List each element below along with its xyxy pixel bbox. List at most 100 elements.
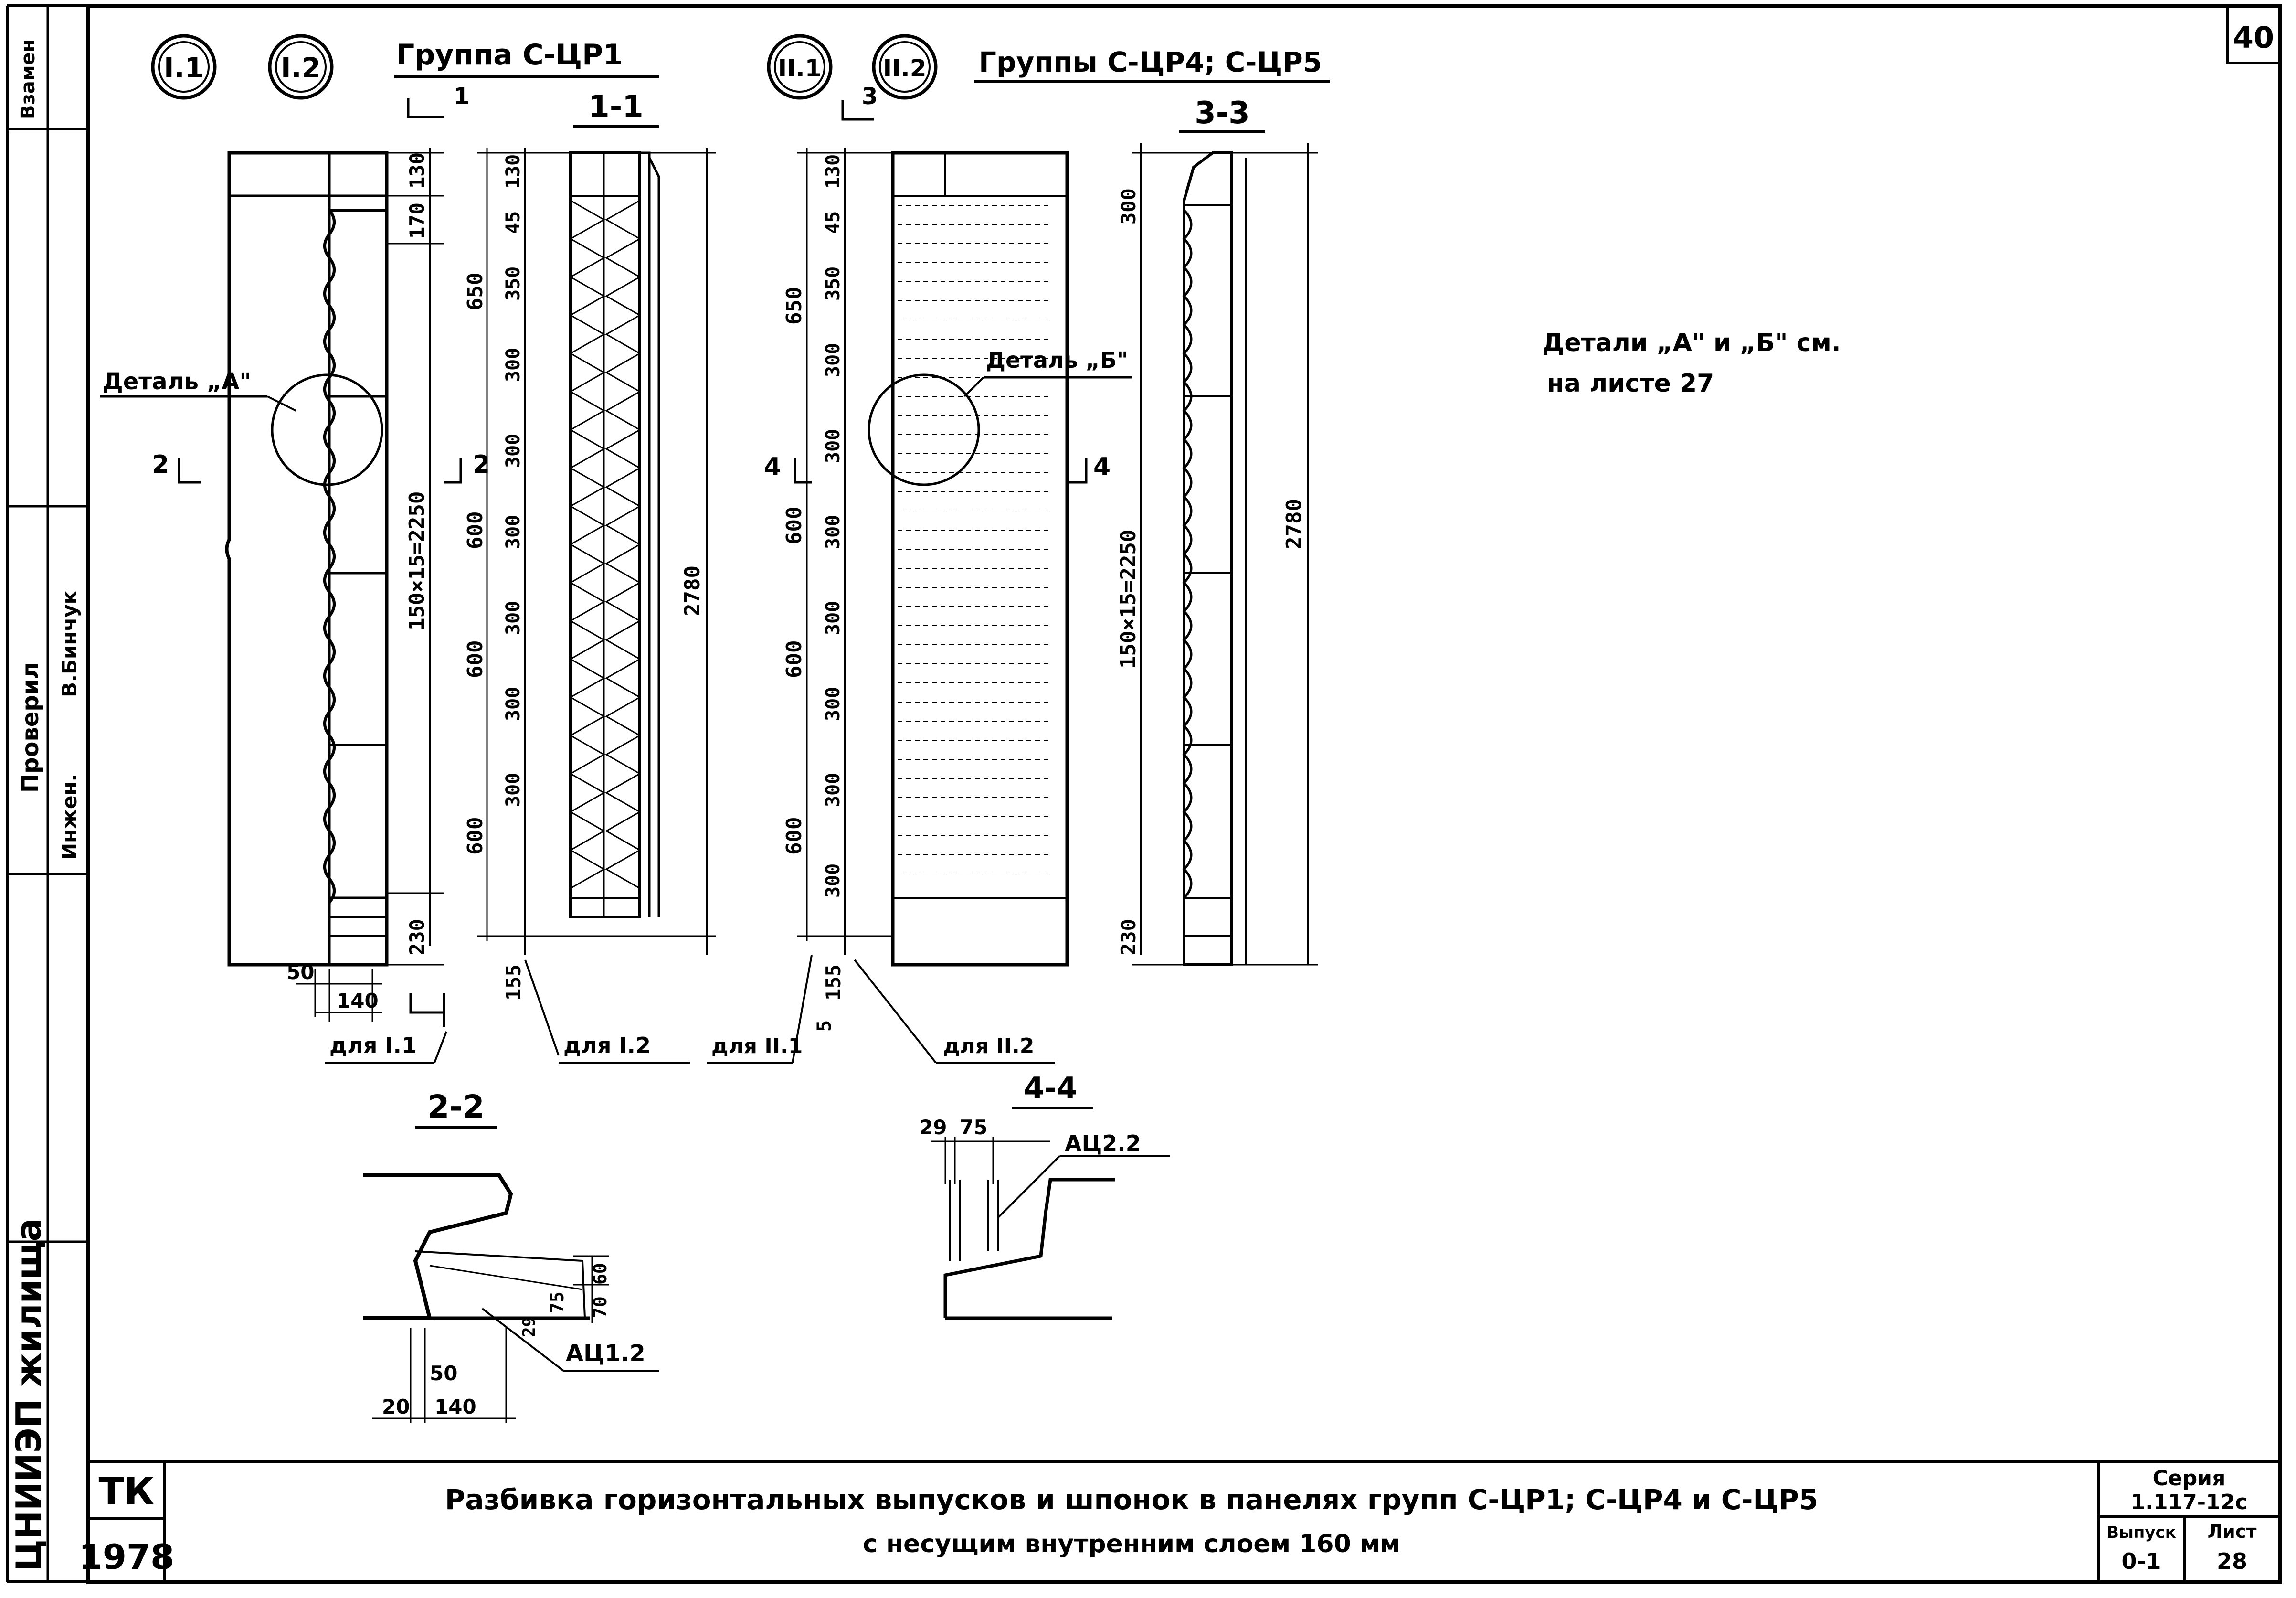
institute-name: ЦНИИЭП жилища <box>9 1218 49 1571</box>
s11-600a: 600 <box>463 511 487 549</box>
s33-230: 230 <box>1117 919 1140 955</box>
s22-20: 20 <box>382 1395 410 1418</box>
s11-45: 45 <box>502 211 524 234</box>
s11-300a: 300 <box>502 348 524 382</box>
s2-155: 155 <box>822 964 845 1001</box>
s11-300f: 300 <box>502 773 524 807</box>
s22-140: 140 <box>434 1395 476 1418</box>
org-code: ТК <box>99 1470 155 1513</box>
s2-300f: 300 <box>822 773 844 807</box>
s33-300: 300 <box>1117 188 1140 224</box>
year: 1978 <box>79 1537 174 1577</box>
cut-2-left: 2 <box>152 450 169 479</box>
s44-rebar: АЦ2.2 <box>1065 1130 1141 1156</box>
section-4-4-label: 4-4 <box>1024 1071 1077 1106</box>
panel-ii1-dims: 130 45 350 300 300 300 300 300 300 300 6… <box>707 148 1132 1064</box>
group1-mark-2: I.2 <box>281 52 321 84</box>
s2-350: 350 <box>822 266 844 301</box>
section-3-3-dims: 300 150×15=2250 230 2780 <box>1116 143 1318 966</box>
series-value: 1.117-12с <box>2131 1490 2248 1514</box>
group1-section: 1-1 <box>588 89 644 125</box>
section-2-2: 2-2 60 75 70 29 50 20 140 АЦ1.2 <box>363 1088 659 1423</box>
s22-70: 70 <box>590 1296 611 1318</box>
section-1-1 <box>569 151 660 918</box>
s11-300e: 300 <box>502 687 524 721</box>
s2-600a: 600 <box>782 507 806 544</box>
note-line-1: Детали „А" и „Б" см. <box>1542 329 1841 357</box>
panel-ii1 <box>868 151 1069 967</box>
s44-75: 75 <box>960 1116 987 1139</box>
issue-value: 0-1 <box>2121 1548 2161 1574</box>
dim-140: 140 <box>337 989 379 1012</box>
s11-130: 130 <box>502 154 524 189</box>
s33-2250: 150×15=2250 <box>1116 530 1141 669</box>
s2-300e: 300 <box>822 687 844 721</box>
section-1-1-dims: 130 45 350 300 300 300 300 300 300 650 6… <box>463 148 716 1064</box>
sheet-label: Лист <box>2208 1521 2257 1542</box>
detail-a-label: Деталь „А" <box>103 368 251 395</box>
dim-170: 170 <box>405 202 429 239</box>
s11-600c: 600 <box>463 817 487 855</box>
s2-600c: 600 <box>782 817 806 855</box>
panel-i1 <box>225 151 389 967</box>
s2-600b: 600 <box>782 640 806 678</box>
s2-300d: 300 <box>822 601 844 635</box>
section-4-4: 4-4 29 75 АЦ2.2 <box>919 1071 1170 1320</box>
group2-section: 3-3 <box>1195 96 1250 131</box>
s11-2780: 2780 <box>680 565 705 616</box>
dim-50: 50 <box>286 960 314 984</box>
s22-29: 29 <box>519 1317 539 1337</box>
s11-350: 350 <box>502 266 524 301</box>
s33-2780: 2780 <box>1282 499 1306 549</box>
group2-mark-1: II.1 <box>778 54 822 82</box>
s11-155: 155 <box>502 964 525 1001</box>
cut-1-top: 1 <box>454 83 469 110</box>
panel-i1-dims: 130 170 150×15=2250 230 Деталь „А" 2 2 1 <box>100 83 490 966</box>
sheet-number-box: 40 <box>2226 4 2281 64</box>
drawing-title-2: с несущим внутренним слоем 160 мм <box>863 1530 1400 1558</box>
sheet-number: 40 <box>2233 20 2274 55</box>
s2-300a: 300 <box>822 343 844 377</box>
group1-header: I.1 I.2 Группа С-ЦР1 1-1 <box>151 34 659 128</box>
s2-300g: 300 <box>822 863 844 898</box>
s22-rebar: АЦ1.2 <box>566 1340 645 1367</box>
s11-300b: 300 <box>502 434 524 468</box>
dim-230: 230 <box>405 919 429 955</box>
s11-300d: 300 <box>502 601 524 635</box>
group2-title: Группы С-ЦР4; С-ЦР5 <box>979 46 1322 78</box>
for-ii2-label: для II.2 <box>943 1034 1034 1058</box>
cut-4-left: 4 <box>764 453 781 481</box>
s2-300b: 300 <box>822 429 844 463</box>
group2-header: II.1 II.2 Группы С-ЦР4; С-ЦР5 3-3 3 <box>767 34 1330 133</box>
panel-i1-bottom-dims: 50 140 для I.1 <box>286 960 447 1064</box>
sheet-frame <box>6 4 2282 1584</box>
drawing-title-1: Разбивка горизонтальных выпусков и шпоно… <box>445 1483 1818 1516</box>
detail-b-label: Деталь „Б" <box>986 347 1128 373</box>
s11-650: 650 <box>463 273 487 310</box>
s2-45: 45 <box>822 211 844 234</box>
checked-label: Проверил <box>17 662 44 793</box>
for-ii1-label: для II.1 <box>711 1034 803 1058</box>
replaces-label: Взамен <box>17 39 39 119</box>
sheet-value: 28 <box>2217 1548 2247 1574</box>
series-label: Серия <box>2153 1466 2226 1491</box>
engineer-name: В.Бинчук <box>58 591 81 697</box>
left-strip: Взамен Проверил Инжен. В.Бинчук ЦНИИЭП ж… <box>9 39 81 1571</box>
for-i2-label: для I.2 <box>563 1033 651 1058</box>
dim-130: 130 <box>405 152 429 189</box>
group2-mark-2: II.2 <box>883 54 927 82</box>
cut-4-right: 4 <box>1093 453 1111 481</box>
s11-300c: 300 <box>502 515 524 549</box>
note: Детали „А" и „Б" см. на листе 27 <box>1542 329 1841 398</box>
s2-650: 650 <box>782 287 806 325</box>
title-block: ТК 1978 Разбивка горизонтальных выпусков… <box>79 1460 2280 1582</box>
cut-3-top: 3 <box>862 83 878 110</box>
s44-29: 29 <box>919 1116 947 1139</box>
engineer-label: Инжен. <box>58 774 81 860</box>
section-3-3 <box>1182 151 1247 966</box>
group1-title: Группа С-ЦР1 <box>396 38 623 72</box>
note-line-2: на листе 27 <box>1547 369 1714 398</box>
for-i1-label: для I.1 <box>329 1033 417 1058</box>
s2-130: 130 <box>822 154 844 189</box>
